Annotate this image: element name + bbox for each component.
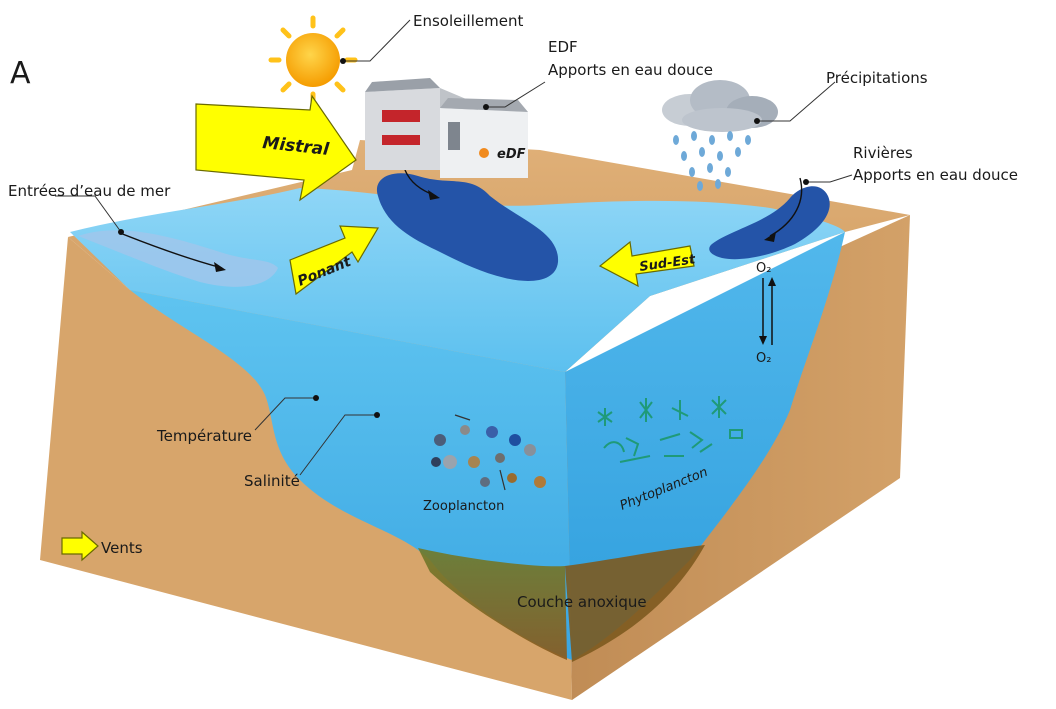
salinity-label: Salinité — [244, 472, 300, 490]
sea-water-inlet — [78, 230, 278, 287]
panel-letter: A — [10, 56, 31, 91]
leader-dots — [118, 58, 809, 418]
winds-legend-arrow-icon — [61, 530, 99, 562]
edf-subtitle-label: Apports en eau douce — [548, 61, 713, 79]
inlet-flow-arrow — [119, 232, 223, 269]
precipitation-label: Précipitations — [826, 69, 928, 87]
leader-lines — [55, 19, 853, 476]
lagoon-water-surface — [70, 188, 845, 372]
rivers-title-label: Rivières — [853, 144, 913, 162]
sun-icon — [268, 15, 358, 105]
anoxic-layer-label: Couche anoxique — [517, 593, 647, 611]
oxygen-bottom-label: O₂ — [756, 351, 771, 366]
anoxic-layer — [418, 548, 567, 660]
river-plume-arrowhead — [764, 232, 776, 242]
edf-title-label: EDF — [548, 38, 578, 56]
oxygen-top-label: O₂ — [756, 261, 771, 276]
edf-logo-mark — [479, 148, 489, 158]
zooplankton-icons — [431, 414, 546, 491]
anoxic-layer-side — [565, 545, 705, 662]
mistral-wind-arrow — [195, 94, 357, 202]
temperature-label: Température — [156, 427, 252, 445]
zooplankton-label: Zooplancton — [423, 499, 504, 514]
edf-freshwater-plume — [376, 173, 559, 281]
sunshine-label: Ensoleillement — [413, 12, 523, 30]
river-plume-arrow — [769, 177, 803, 237]
ponant-wind-arrow — [289, 225, 380, 296]
edf-building-icon — [365, 78, 528, 178]
phytoplankton-icons — [597, 396, 743, 463]
oxygen-up-arrowhead — [768, 277, 776, 286]
lagoon-water-side — [565, 232, 845, 660]
rain-drops-icon — [673, 131, 751, 191]
inlet-flow-arrowhead — [214, 262, 226, 272]
edf-logo-text: eDF — [497, 147, 526, 162]
sud-est-wind-arrow — [598, 240, 695, 288]
rain-cloud-icon — [662, 80, 778, 132]
sea-inflow-label: Entrées d’eau de mer — [8, 182, 171, 200]
rivers-subtitle-label: Apports en eau douce — [853, 166, 1018, 184]
oxygen-down-arrowhead — [759, 336, 767, 345]
edf-plume-arrowhead — [428, 190, 440, 200]
winds-legend-label: Vents — [101, 539, 143, 557]
